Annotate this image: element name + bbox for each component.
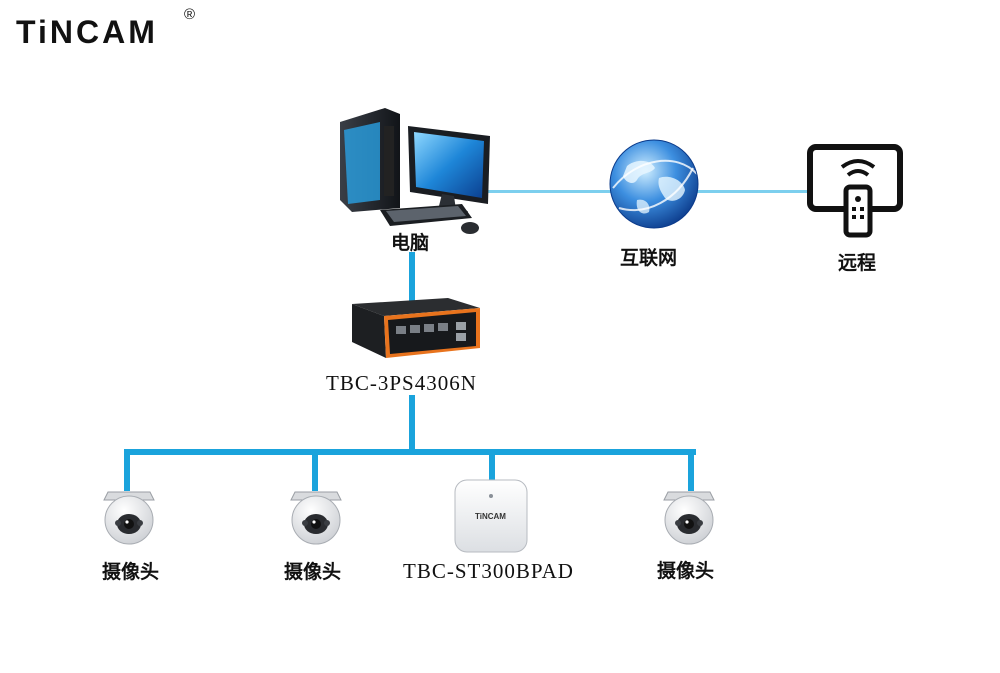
globe-icon xyxy=(607,138,701,230)
cam3-label: 摄像头 xyxy=(657,560,715,582)
drop-cam1 xyxy=(124,449,130,491)
poe-switch-icon xyxy=(344,296,484,366)
drop-cam2 xyxy=(312,449,318,491)
link-pc-switch xyxy=(409,252,415,304)
ap-label: TBC-ST300BPAD xyxy=(403,559,574,583)
drop-ap xyxy=(489,449,495,481)
access-point-icon xyxy=(453,478,529,554)
link-internet-remote xyxy=(696,190,808,193)
drop-cam3 xyxy=(688,449,694,491)
link-pc-internet xyxy=(486,190,616,193)
link-switch-bus xyxy=(409,395,415,455)
brand-logo: TiNCAM xyxy=(16,14,158,50)
internet-label: 互联网 xyxy=(620,247,678,269)
registered-mark: ® xyxy=(184,6,196,23)
cam1-label: 摄像头 xyxy=(102,561,160,583)
dome-camera-icon xyxy=(662,486,716,546)
ap-brand-text: TiNCAM xyxy=(475,512,506,521)
remote-control-icon xyxy=(806,143,904,238)
switch-label: TBC-3PS4306N xyxy=(326,371,477,395)
cam2-label: 摄像头 xyxy=(284,561,342,583)
dome-camera-icon xyxy=(102,486,156,546)
distribution-bus xyxy=(124,449,696,455)
pc-label: 电脑 xyxy=(391,232,430,254)
remote-label: 远程 xyxy=(838,252,877,274)
dome-camera-icon xyxy=(289,486,343,546)
desktop-computer-icon xyxy=(330,100,495,240)
